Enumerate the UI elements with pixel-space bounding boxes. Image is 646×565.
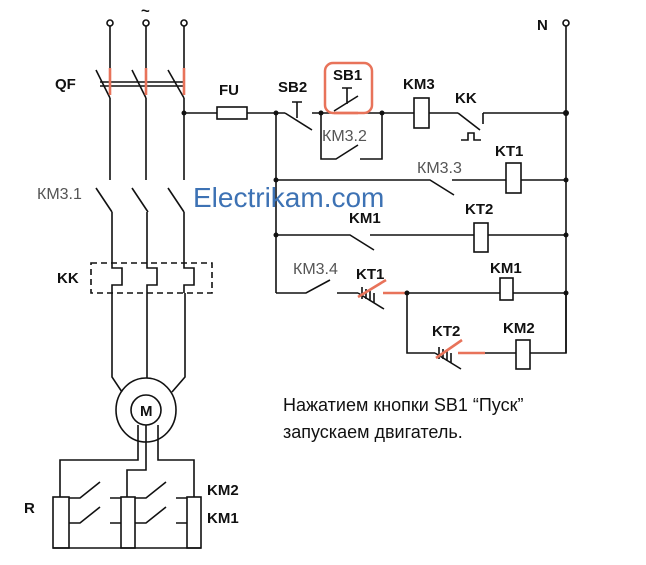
kk-ctrl-label: KK: [455, 90, 477, 107]
phase-terminal: [142, 19, 150, 27]
kk-thermal-relay-box: [90, 262, 213, 294]
motor-leads: [111, 293, 186, 393]
km1-coil: [499, 277, 514, 301]
km2-res-label: KM2: [207, 482, 239, 499]
km2-branch: [406, 293, 567, 370]
kt1-coil: [505, 162, 522, 194]
kt2-contact-highlight: [435, 338, 485, 360]
caption-line-2: запускаем двигатель.: [283, 422, 463, 442]
junction-dot: [181, 110, 187, 116]
power-circuit: ~ QF КМ3.1 KK M R KM2 KM1: [24, 3, 239, 549]
sb1-label: SB1: [333, 67, 362, 84]
motor-label: M: [140, 403, 153, 420]
junction-dot: [563, 232, 569, 238]
kt2-coil: [473, 222, 489, 253]
phase-terminal: [106, 19, 114, 27]
watermark: Electrikam.com: [193, 182, 384, 213]
km3-coil: [413, 97, 430, 129]
sb2-button: [284, 101, 313, 131]
km3-label: KM3: [403, 76, 435, 93]
sb1-button: [333, 87, 359, 112]
km1-rung: [276, 279, 566, 310]
km1-res-label: KM1: [207, 510, 239, 527]
junction-dot: [273, 232, 279, 238]
km3-4-label: КМ3.4: [293, 261, 338, 278]
fuse: [216, 106, 248, 120]
kk-heaters: [111, 263, 195, 293]
resistor-contacts: [69, 481, 187, 524]
resistor: [186, 496, 202, 549]
kt2-rung: [276, 234, 566, 251]
n-label: N: [537, 17, 548, 34]
rotor-leads: [59, 425, 195, 497]
junction-dot: [273, 177, 279, 183]
kt1-rung: [276, 179, 566, 196]
phase-terminal: [180, 19, 188, 27]
qf-breaker: [95, 69, 185, 99]
kt2-contact-label: KT2: [432, 323, 460, 340]
r-label: R: [24, 500, 35, 517]
tilde-label: ~: [141, 3, 150, 20]
km3-2-label: КМ3.2: [322, 128, 367, 145]
qf-highlight: [108, 68, 186, 95]
kk-contact: [457, 112, 484, 141]
km3-2-contact: [320, 113, 383, 160]
kt1-contact-highlight: [357, 278, 406, 299]
kt1-coil-label: KT1: [495, 143, 523, 160]
control-circuit: N FU SB2 SB1 КМ3.2 KM3 KK КМ3.3 KT1 KM1: [181, 17, 570, 370]
neutral-terminal: [562, 19, 570, 27]
km3-1-contacts: [95, 187, 185, 263]
km1-contact-label: KM1: [349, 210, 381, 227]
phase-wires: [109, 26, 185, 70]
junction-dot: [563, 110, 569, 116]
fu-label: FU: [219, 82, 239, 99]
km3-3-label: КМ3.3: [417, 160, 462, 177]
qf-label: QF: [55, 76, 76, 93]
resistor: [120, 496, 136, 549]
kt1-contact-label: KT1: [356, 266, 384, 283]
caption-line-1: Нажатием кнопки SB1 “Пуск”: [283, 395, 523, 415]
kt2-coil-label: KT2: [465, 201, 493, 218]
resistor: [52, 496, 70, 549]
km2-coil-label: KM2: [503, 320, 535, 337]
km1-coil-label: KM1: [490, 260, 522, 277]
sb2-label: SB2: [278, 79, 307, 96]
km2-coil: [515, 339, 531, 370]
phase-wires: [109, 98, 185, 180]
km3-1-label: КМ3.1: [37, 186, 82, 203]
junction-dot: [563, 177, 569, 183]
kk-power-label: KK: [57, 270, 79, 287]
